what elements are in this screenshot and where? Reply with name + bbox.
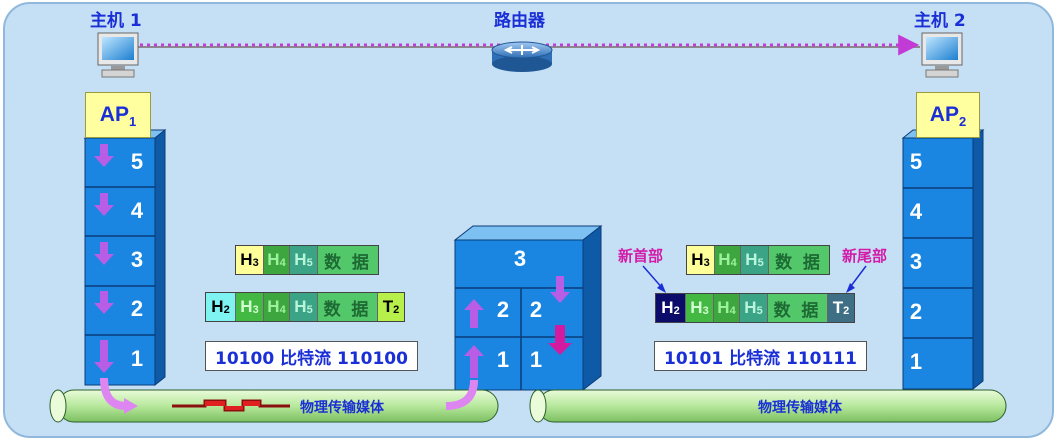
- ap2-box: AP2: [916, 92, 980, 138]
- layer-1-label: 1: [909, 349, 923, 374]
- data-field: 数 据: [318, 293, 378, 321]
- host2-label: 主机 2: [914, 11, 966, 31]
- data-field: 数 据: [318, 246, 378, 274]
- host1-label: 主机 1: [90, 11, 142, 31]
- ap1-subscript: 1: [128, 114, 137, 130]
- upward-arrows: [464, 299, 484, 378]
- bitstream-left: 10100 比特流 110100: [205, 341, 418, 371]
- medium-label-left: 物理传输媒体: [300, 400, 384, 416]
- layer-3-label: 3: [130, 247, 144, 272]
- computer-icon: [97, 32, 139, 78]
- router-layer-1-left: 1: [496, 347, 510, 372]
- router-layer-1-right: 1: [529, 347, 543, 372]
- arrowhead: [124, 398, 138, 414]
- router-icon: [491, 41, 553, 72]
- new-trailer-label: 新尾部: [842, 247, 888, 265]
- router-down-arrows: [548, 276, 572, 355]
- layer-5-label: 5: [130, 149, 144, 174]
- data-field: 数 据: [769, 246, 829, 274]
- layer-3-label: 3: [909, 249, 923, 274]
- medium-label-right: 物理传输媒体: [758, 400, 842, 416]
- layer-4-label: 4: [909, 199, 923, 224]
- pointer-head: [846, 283, 855, 293]
- data-field: 数 据: [768, 294, 828, 322]
- new-header-label: 新首部: [618, 247, 664, 265]
- layer-2-label: 2: [130, 296, 144, 321]
- signal-waveform: [172, 399, 290, 412]
- layer-4-label: 4: [130, 198, 144, 223]
- downward-arrows: [94, 144, 114, 373]
- curve-arrow-up: [445, 379, 478, 410]
- router-layer-3-label: 3: [513, 246, 527, 271]
- layer-5-label: 5: [909, 149, 923, 174]
- curve-arrow-down: [100, 377, 127, 410]
- router-label: 路由器: [494, 11, 545, 31]
- medium-tube-right: [529, 389, 1007, 423]
- ap1-box: AP1: [85, 92, 151, 138]
- bitstream-right: 10101 比特流 110111: [654, 341, 867, 371]
- layer-2-label: 2: [909, 299, 923, 324]
- layer-1-label: 1: [130, 346, 144, 371]
- ap1-label: AP: [99, 103, 129, 126]
- computer-icon: [921, 32, 963, 78]
- ap2-label: AP: [929, 103, 959, 126]
- pointer-head: [657, 283, 666, 293]
- host1-protocol-stack: [83, 128, 167, 387]
- router-layer-2-right: 2: [529, 297, 543, 322]
- ap2-subscript: 2: [958, 114, 967, 130]
- background-panel: [3, 2, 1054, 438]
- router-layer-2-left: 2: [496, 297, 510, 322]
